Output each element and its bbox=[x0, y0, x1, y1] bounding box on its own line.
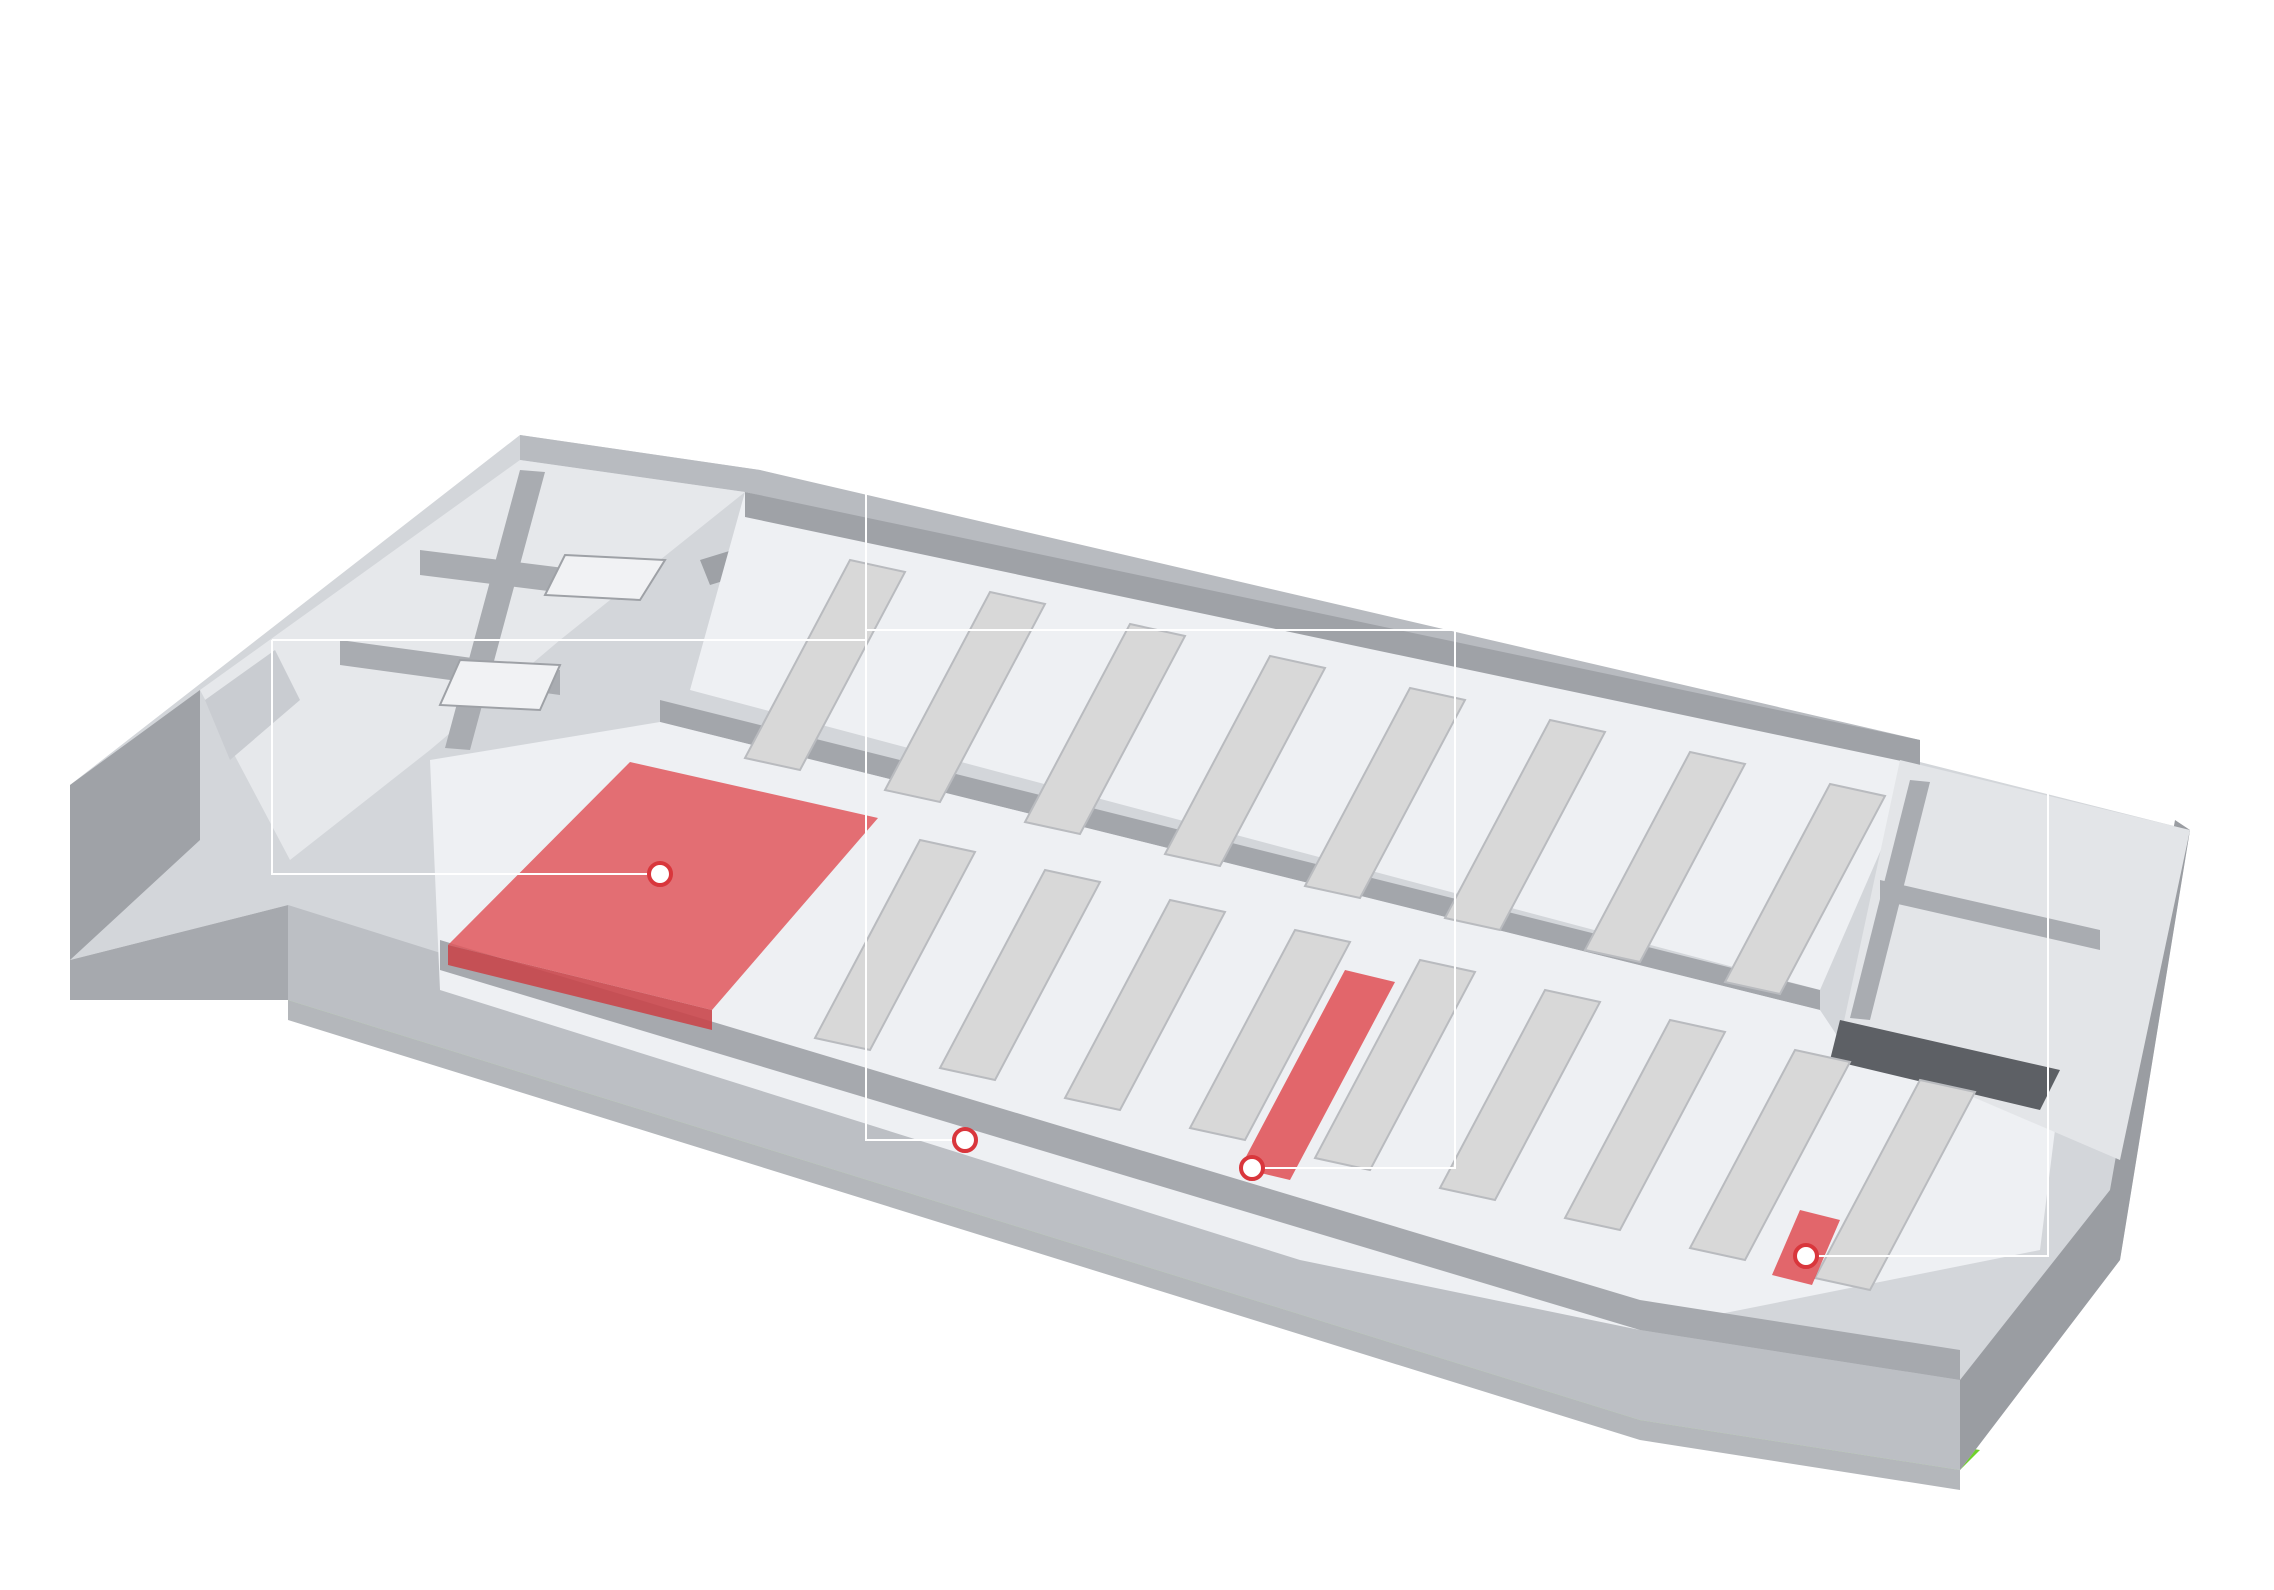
marker-single-rack[interactable] bbox=[1793, 1243, 1819, 1269]
upper-rack-rows bbox=[743, 558, 1887, 996]
markers bbox=[647, 861, 1819, 1269]
callout-line-door bbox=[865, 493, 965, 1141]
lower-hall-front-wall bbox=[440, 940, 1960, 1380]
upper-hall-back-wall bbox=[745, 492, 1920, 765]
callout-line-single-rack bbox=[1806, 790, 2049, 1257]
lower-rack-row bbox=[1813, 1078, 1977, 1292]
marker-door[interactable] bbox=[952, 1127, 978, 1153]
stairwell bbox=[205, 650, 300, 760]
rack-row-zone bbox=[1240, 970, 1395, 1180]
upper-rack-row bbox=[1443, 718, 1607, 932]
callout-line-rack-row bbox=[1252, 630, 1456, 1169]
right-service-rooms bbox=[1830, 760, 2190, 1160]
lower-rack-rows bbox=[813, 838, 1977, 1292]
lower-rack-row bbox=[813, 838, 977, 1052]
service-wall-2 bbox=[1880, 880, 2100, 950]
outer-wall-right bbox=[1960, 820, 2190, 1470]
upper-rack-row bbox=[1163, 654, 1327, 868]
lower-rack-row bbox=[1063, 898, 1227, 1112]
equipment-grid-1 bbox=[543, 553, 667, 602]
generator-block bbox=[1830, 1020, 2060, 1110]
rack-row-zone-top bbox=[1240, 970, 1395, 1180]
large-room-zone-face bbox=[448, 945, 712, 1030]
outer-wall-left bbox=[70, 690, 200, 960]
upper-rack-row bbox=[1303, 686, 1467, 900]
lower-rack-row bbox=[1688, 1048, 1852, 1262]
lower-rack-row bbox=[1563, 1018, 1727, 1232]
upper-rack-row bbox=[1723, 782, 1887, 996]
building bbox=[70, 435, 2190, 1470]
equipment-grid-2 bbox=[438, 658, 562, 712]
outer-wall-front-left bbox=[70, 905, 288, 1000]
lower-rack-row bbox=[1438, 988, 1602, 1202]
upper-rack-row bbox=[1583, 750, 1747, 964]
upper-rack-row bbox=[883, 590, 1047, 804]
callout-lines bbox=[271, 493, 2049, 1257]
marker-rack-row[interactable] bbox=[1239, 1155, 1265, 1181]
lower-rack-row bbox=[1313, 958, 1477, 1172]
marker-large-room[interactable] bbox=[647, 861, 673, 887]
upper-rack-row bbox=[1023, 622, 1187, 836]
callout-line-large-room bbox=[271, 640, 660, 875]
lower-rack-row bbox=[1188, 928, 1352, 1142]
lower-rack-row bbox=[938, 868, 1102, 1082]
